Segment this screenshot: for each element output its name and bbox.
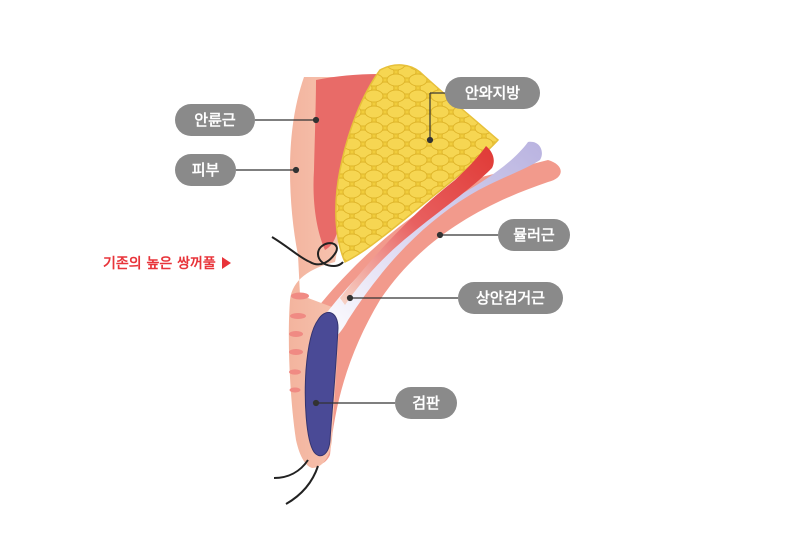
label-muller-muscle: 뮬러근 [498, 219, 570, 251]
existing-fold-callout: 기존의 높은 쌍꺼풀 [103, 253, 231, 273]
label-orbital-fat: 안와지방 [445, 77, 540, 109]
levator-muscle [320, 141, 542, 342]
arrow-right-icon [221, 257, 231, 269]
fold-crease-line [271, 236, 344, 268]
label-orbicularis: 안륜근 [175, 104, 255, 136]
leader-lines [236, 92, 498, 407]
orbital-fat [335, 64, 500, 264]
eyelash [285, 465, 319, 505]
existing-fold-callout-text: 기존의 높은 쌍꺼풀 [103, 256, 216, 272]
muller-muscle [340, 146, 494, 305]
label-levator-muscle: 상안검거근 [458, 282, 563, 314]
label-tarsus: 검판 [395, 387, 457, 419]
lid-glands [289, 292, 309, 393]
tarsal-plate [304, 312, 339, 457]
label-skin: 피부 [175, 154, 236, 186]
eyelash [273, 459, 309, 479]
